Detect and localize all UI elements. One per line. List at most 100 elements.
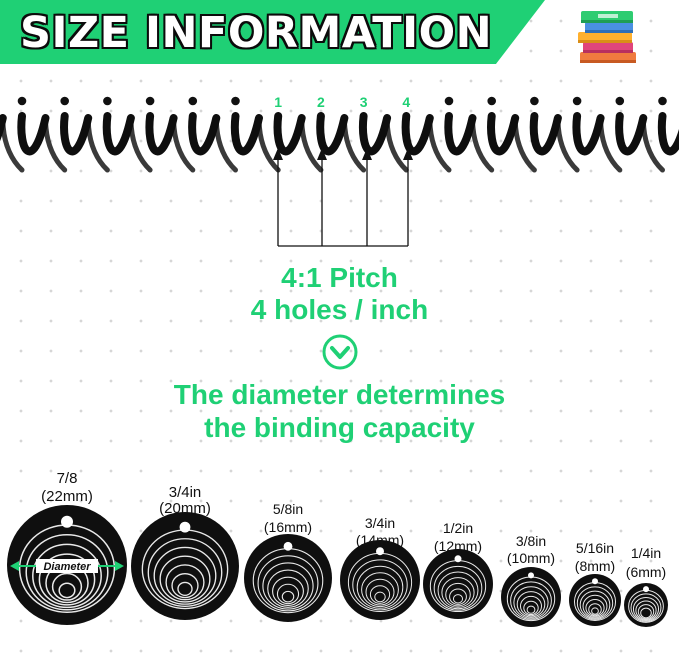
coil-size-item: 1/2in(12mm) <box>423 520 493 619</box>
holes-per-inch: 4 holes / inch <box>250 294 429 325</box>
coil-size-item: 3/8in(10mm) <box>501 533 561 627</box>
coil-front-strand <box>230 112 263 156</box>
coil-ring <box>58 582 76 599</box>
hole-number: 1 <box>274 94 282 110</box>
coil-ring <box>523 600 539 616</box>
coil-ring <box>356 565 404 609</box>
coil-front-strand <box>102 112 135 156</box>
coil-ring <box>25 533 109 611</box>
size-inch-label: 3/8in <box>516 533 546 549</box>
coil-front-strand <box>657 112 679 156</box>
pitch-bracket <box>273 148 413 247</box>
title-banner <box>0 0 545 64</box>
coil-ring <box>262 562 314 610</box>
coil-front-strand <box>615 112 648 156</box>
pitch-text: 4:1 Pitch 4 holes / inch <box>0 262 679 326</box>
hole-dot <box>444 96 454 106</box>
coil-front-strand <box>358 112 392 156</box>
coil-size-item: 7/8(22mm) <box>7 470 127 625</box>
hole-dot <box>188 96 198 106</box>
coil-ring <box>582 594 608 618</box>
coil-ring <box>159 555 211 603</box>
coil-ring <box>449 588 467 605</box>
coil-front-strand <box>401 112 434 156</box>
coil-ring <box>632 596 660 622</box>
coil-ring <box>441 577 475 608</box>
capacity-text: The diameter determines the binding capa… <box>0 378 679 444</box>
page-title: SIZE INFORMATION <box>20 8 493 58</box>
coil-ring <box>510 581 552 620</box>
coil-ring <box>445 582 471 607</box>
coil-size-chart: 7/8(22mm)3/4in(20mm)5/8in(16mm)3/4in(14m… <box>7 470 668 627</box>
coil-ring <box>637 604 655 620</box>
coil-ring <box>576 586 614 620</box>
diameter-label: Diameter <box>43 561 91 573</box>
hole-dot <box>615 96 625 106</box>
coil-ring <box>281 590 295 603</box>
hole-dot <box>572 96 582 106</box>
coil-front-strand <box>273 112 306 156</box>
size-mm-label: (14mm) <box>356 532 404 548</box>
coil-ring <box>585 598 605 617</box>
coil-front-strand <box>188 112 221 156</box>
diameter-arrow-left <box>10 561 19 571</box>
coil-ring <box>38 553 96 606</box>
size-inch-label: 3/4in <box>365 515 395 531</box>
coil-size-item: 3/4in(20mm) <box>131 484 239 620</box>
size-mm-label: (22mm) <box>41 488 93 505</box>
hole-dot <box>60 96 69 106</box>
hole-dot <box>530 96 539 106</box>
coil-ring <box>588 603 602 616</box>
coil-front-strand <box>487 112 520 156</box>
diameter-arrow-right <box>115 561 124 571</box>
pitch-arrow-head <box>273 148 283 160</box>
coil-size-item: 3/4in(14mm) <box>340 515 420 620</box>
coil-ring <box>520 595 542 617</box>
coil-front-strand <box>316 112 349 156</box>
coil-ring <box>591 607 599 615</box>
hanging-hole <box>179 521 191 533</box>
hole-number: 3 <box>360 94 368 110</box>
hanging-hole <box>283 541 293 551</box>
hanging-hole <box>376 547 384 556</box>
pitch-ratio: 4:1 Pitch <box>281 262 398 293</box>
size-mm-label: (6mm) <box>626 564 666 580</box>
coil-ring <box>165 564 205 601</box>
size-mm-label: (20mm) <box>159 500 211 517</box>
coil-ring <box>452 594 464 604</box>
coil-ring <box>526 605 536 614</box>
hanging-hole <box>454 555 462 563</box>
hole-dot <box>487 96 497 106</box>
size-inch-label: 5/8in <box>273 501 303 517</box>
coil-ring <box>433 565 483 611</box>
hole-dot <box>145 96 155 106</box>
coil-front-strand <box>17 112 50 156</box>
coil-front-strand <box>145 112 178 156</box>
coil-front-strand <box>444 112 477 156</box>
books-stack-icon <box>578 11 636 63</box>
coil-ring <box>635 600 657 621</box>
coil-front-strand <box>572 112 605 156</box>
coil-ring <box>630 593 662 622</box>
coil-ring <box>51 572 83 601</box>
capacity-line-1: The diameter determines <box>173 379 506 410</box>
pitch-arrow-head <box>403 148 413 160</box>
coil-ring <box>579 590 611 619</box>
coil-front-strand <box>529 112 562 156</box>
hole-dot <box>103 96 112 106</box>
pitch-arrow-head <box>362 148 372 160</box>
hole-number: 2 <box>317 94 325 110</box>
coil-front-strands <box>0 112 679 156</box>
coil-ring <box>171 573 199 599</box>
coil-ring <box>177 581 193 597</box>
hanging-hole <box>528 572 534 579</box>
coil-ring <box>374 591 386 603</box>
hole-dot <box>658 96 667 106</box>
size-inch-label: 1/2in <box>443 520 473 536</box>
pitch-arrow-head <box>317 148 327 160</box>
coil-ring <box>437 571 479 610</box>
hanging-hole <box>61 515 73 528</box>
coil-front-strand <box>60 112 93 156</box>
